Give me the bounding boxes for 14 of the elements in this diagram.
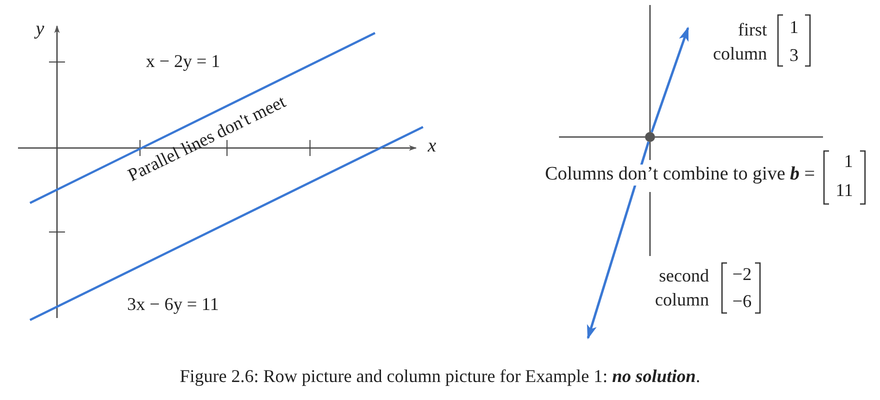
- axis-label: x: [428, 136, 436, 158]
- equation-label: 3x − 6y = 11: [127, 295, 219, 315]
- axis-label: y: [36, 20, 44, 40]
- vector-label: first column: [712, 18, 767, 66]
- figure-caption: Figure 2.6: Row picture and column picture for Example 1: no solution.: [178, 366, 702, 387]
- matrix-entry: −2: [732, 265, 752, 285]
- annotation-text: Columns don’t combine to give b =: [542, 164, 817, 186]
- matrix-entry: 11: [836, 181, 853, 201]
- matrix-entry: −6: [732, 292, 752, 312]
- matrix-entry: 1: [790, 18, 798, 38]
- vector-label: second column: [654, 264, 709, 312]
- equation-label: x − 2y = 1: [146, 52, 220, 72]
- matrix-entry: 1: [844, 152, 853, 172]
- matrix-entry: 3: [790, 46, 798, 66]
